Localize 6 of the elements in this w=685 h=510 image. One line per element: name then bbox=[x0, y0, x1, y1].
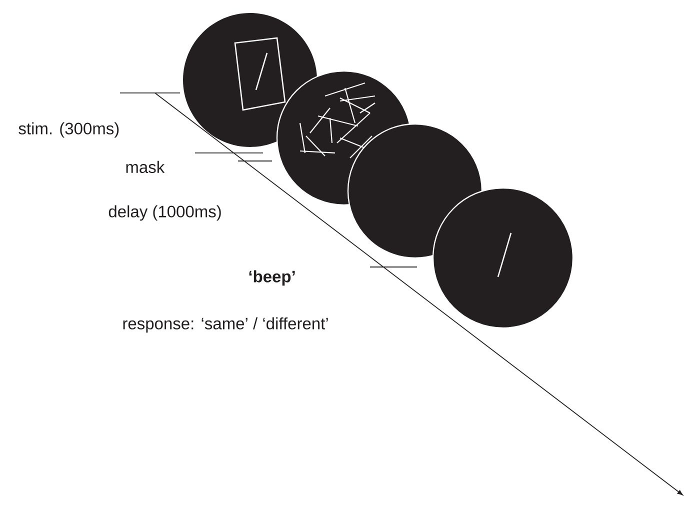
cue-label: ‘beep’ bbox=[249, 270, 295, 286]
phase-label: response: ‘same’ / ‘different’ bbox=[123, 317, 328, 333]
phase-label: delay (1000ms) bbox=[108, 205, 221, 221]
phase-label: stim. (300ms) bbox=[18, 122, 119, 138]
probe-display bbox=[432, 187, 574, 329]
phase-label: mask bbox=[126, 160, 165, 174]
